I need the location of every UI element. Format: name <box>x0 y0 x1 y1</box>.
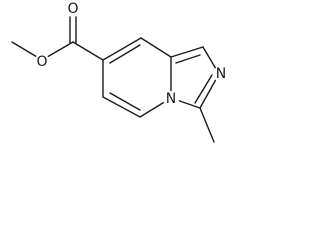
atom-bridgehead-nitrogen: N <box>163 91 179 107</box>
ester-oxygen-label: O <box>36 54 47 70</box>
atom-imidazole-nitrogen: N <box>213 66 229 82</box>
bond-c8a-c1-inner <box>175 54 201 64</box>
bond-c8a-c1 <box>170 46 204 58</box>
chemical-structure-diagram: O O N N <box>11 1 229 143</box>
bond-c3-methyl <box>199 107 215 143</box>
bond-c7-c8-inner <box>109 44 141 64</box>
bond-n2-c3-inner <box>194 74 213 104</box>
carbonyl-oxygen-label: O <box>67 1 78 17</box>
atom-ester-oxygen: O <box>34 54 50 70</box>
atom-carbonyl-oxygen: O <box>65 1 81 17</box>
bond-c5-c6 <box>102 96 141 118</box>
bond-carbonyl-c-ring <box>72 41 104 61</box>
bridgehead-nitrogen-label: N <box>166 91 176 107</box>
bond-c7-c8 <box>102 37 142 61</box>
imidazole-nitrogen-label: N <box>216 66 226 82</box>
bond-c5-c6-inner <box>109 92 141 111</box>
bond-c8-c8a <box>140 37 172 58</box>
